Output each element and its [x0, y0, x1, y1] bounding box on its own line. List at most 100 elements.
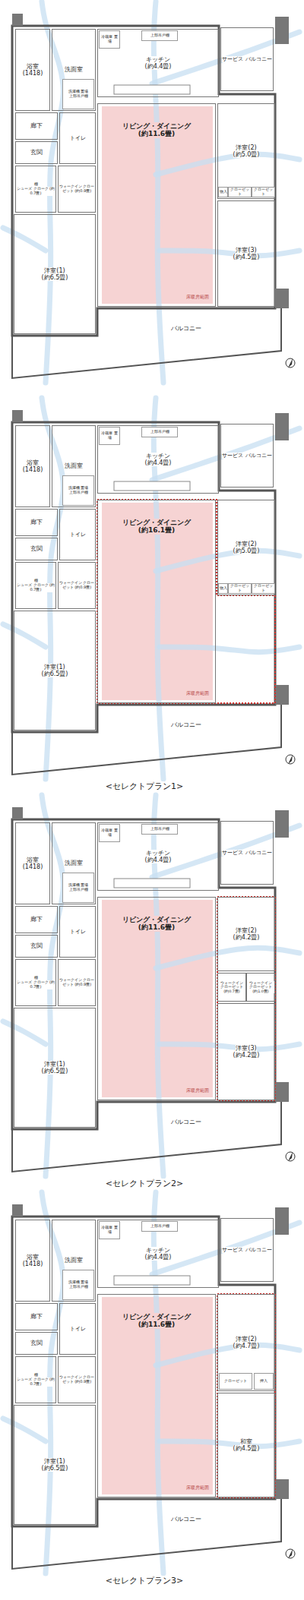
room-note: 床暖房範囲: [186, 1486, 209, 1492]
fixture-box: 上部吊戸棚: [141, 30, 178, 42]
changed-area-outline: [217, 1295, 276, 1499]
room-box: 洗面室洗濯機 置場上部吊戸棚: [51, 425, 96, 508]
room-box: 廊下: [15, 112, 58, 140]
fixture-box: 洗濯機 置場上部吊戸棚: [62, 475, 95, 507]
fixture-box: クローゼット: [218, 1374, 253, 1391]
room-box: 洋室(2)(約4.7畳)クローゼット押入: [217, 1295, 276, 1393]
fixture-box: 冷蔵庫 置場: [98, 427, 121, 446]
room-box: リビング・ダイニング(約11.6畳)床暖房範囲: [97, 897, 216, 1102]
room-box: 玄関: [15, 935, 58, 959]
room-note: (約6.5畳): [41, 671, 69, 678]
room-box: ウォークイン クローゼット (約0.9畳): [57, 165, 96, 213]
fixture-box: 押入: [253, 1374, 274, 1391]
room-name: バルコニー: [171, 1119, 202, 1127]
room-note: シューズ クローク (約0.7畳): [15, 186, 56, 197]
room-name: 洗面室: [64, 66, 83, 73]
north-arrow: [288, 755, 293, 765]
room-note: (約4.4畳): [145, 459, 172, 467]
fixture-box: 物入: [218, 186, 228, 198]
room-name: トイレ: [69, 135, 86, 142]
room-name: 廊下: [30, 1314, 43, 1321]
room-name: サービス バルコニー: [221, 56, 272, 63]
balcony-area: バルコニー: [97, 708, 276, 744]
room-name: トイレ: [69, 929, 86, 936]
room-note: 床暖房範囲: [186, 294, 209, 301]
room-note: (約4.5畳): [233, 1446, 260, 1454]
room-name: 玄関: [30, 148, 43, 156]
balcony-rail: [12, 1500, 282, 1571]
kitchen-counter: [114, 1276, 190, 1286]
room-box: トイレ: [59, 112, 96, 165]
room-name: ウォークイン クローゼット (約0.9畳): [58, 184, 95, 194]
fixture-box: 上部吊戸棚: [141, 427, 178, 438]
room-note: 上部吊戸棚: [69, 490, 89, 496]
room-box: リビング・ダイニング(約11.6畳)床暖房範囲: [97, 1295, 216, 1499]
room-note: (約11.6畳): [138, 924, 175, 932]
room-box: キッチン(約4.4畳)冷蔵庫 置場上部吊戸棚: [97, 425, 219, 494]
pillar: [275, 810, 289, 839]
room-box: ウォークイン クローゼット (約0.7畳): [217, 973, 247, 1003]
room-name: 冷蔵庫 置場: [99, 34, 120, 45]
room-name: 洋室(3): [235, 247, 257, 254]
fixture-box: クローゼット: [228, 186, 252, 198]
north-arrow: [288, 358, 293, 368]
north-arrow: [288, 1550, 293, 1560]
caption-text: <セレクトプラン3>: [105, 1577, 184, 1587]
pillar: [275, 288, 289, 309]
room-name: ウォークイン クローゼット (約1.0畳): [247, 981, 275, 995]
wind-flow: [159, 1045, 300, 1051]
plan-drawing: [3, 795, 300, 1178]
room-note: 上部吊戸棚: [69, 888, 89, 893]
room-box: キッチン(約4.4畳)冷蔵庫 置場上部吊戸棚: [97, 823, 219, 892]
room-note: 床暖房範囲: [186, 691, 209, 697]
room-box: トイレ: [59, 1304, 96, 1356]
room-note: (約11.6畳): [138, 129, 175, 138]
outer-wall: [12, 25, 276, 336]
pillar: [12, 13, 23, 26]
room-name: 浴室: [26, 1254, 39, 1262]
room-name: 洗面室: [64, 860, 83, 868]
room-box: 洋室(1)(約6.5畳): [13, 1406, 96, 1527]
balcony-rail: [12, 705, 282, 776]
room-box: サービス バルコニー: [220, 821, 274, 886]
wind-flow: [3, 228, 46, 251]
balcony-area: バルコニー: [97, 1503, 276, 1539]
room-note: (約4.2畳): [233, 1052, 260, 1060]
room-note: (1418): [22, 1261, 44, 1269]
room-box: 洋室(3)(約4.5畳): [217, 200, 276, 308]
room-name: 洋室(1): [44, 267, 65, 275]
room-name: 廊下: [30, 916, 43, 924]
room-box: ウォークイン クローゼット (約0.9畳): [57, 562, 96, 610]
fixture-box: 上部吊戸棚: [141, 1222, 178, 1233]
room-box: 廊下: [15, 1304, 58, 1332]
room-box: 洋室(3)(約4.2畳): [217, 1003, 276, 1102]
fixture-box: 冷蔵庫 置場: [98, 824, 121, 843]
balcony-area: バルコニー: [97, 1105, 276, 1141]
room-box: 浴室(1418): [15, 28, 51, 111]
room-name: リビング・ダイニング: [122, 1314, 191, 1322]
north-mark: [285, 358, 295, 368]
room-note: (約4.4畳): [145, 857, 172, 865]
pillar: [275, 1083, 289, 1103]
pillar: [12, 807, 23, 821]
room-name: 冷蔵庫 置場: [99, 829, 120, 839]
room-name: 浴室: [26, 857, 39, 865]
room-name: 洋室(3): [235, 1045, 257, 1053]
room-name: 洋室(1): [44, 664, 65, 672]
room-note: 上部吊戸棚: [69, 1285, 89, 1291]
room-name: クローゼット: [224, 1380, 247, 1385]
room-box: リビング・ダイニング(約11.6畳)床暖房範囲: [97, 103, 216, 308]
room-name: サービス バルコニー: [221, 1247, 272, 1254]
room-note: (約16.1畳): [138, 526, 175, 535]
room-name: リビング・ダイニング: [122, 519, 191, 527]
room-box: 洋室(2)(約5.0畳)物入クローゼットクローゼット: [217, 103, 276, 200]
room-name: 上部吊戸棚: [150, 1225, 170, 1230]
room-name: 洋室(2): [235, 927, 257, 935]
changed-area-outline: [97, 500, 276, 704]
room-name: 洋室(2): [235, 1336, 257, 1344]
north-arrow: [288, 1152, 293, 1163]
room-box: サービス バルコニー: [220, 1219, 274, 1283]
room-name: 廊下: [30, 122, 43, 130]
room-name: 上部吊戸棚: [150, 430, 170, 435]
room-name: クローゼット: [252, 584, 275, 593]
